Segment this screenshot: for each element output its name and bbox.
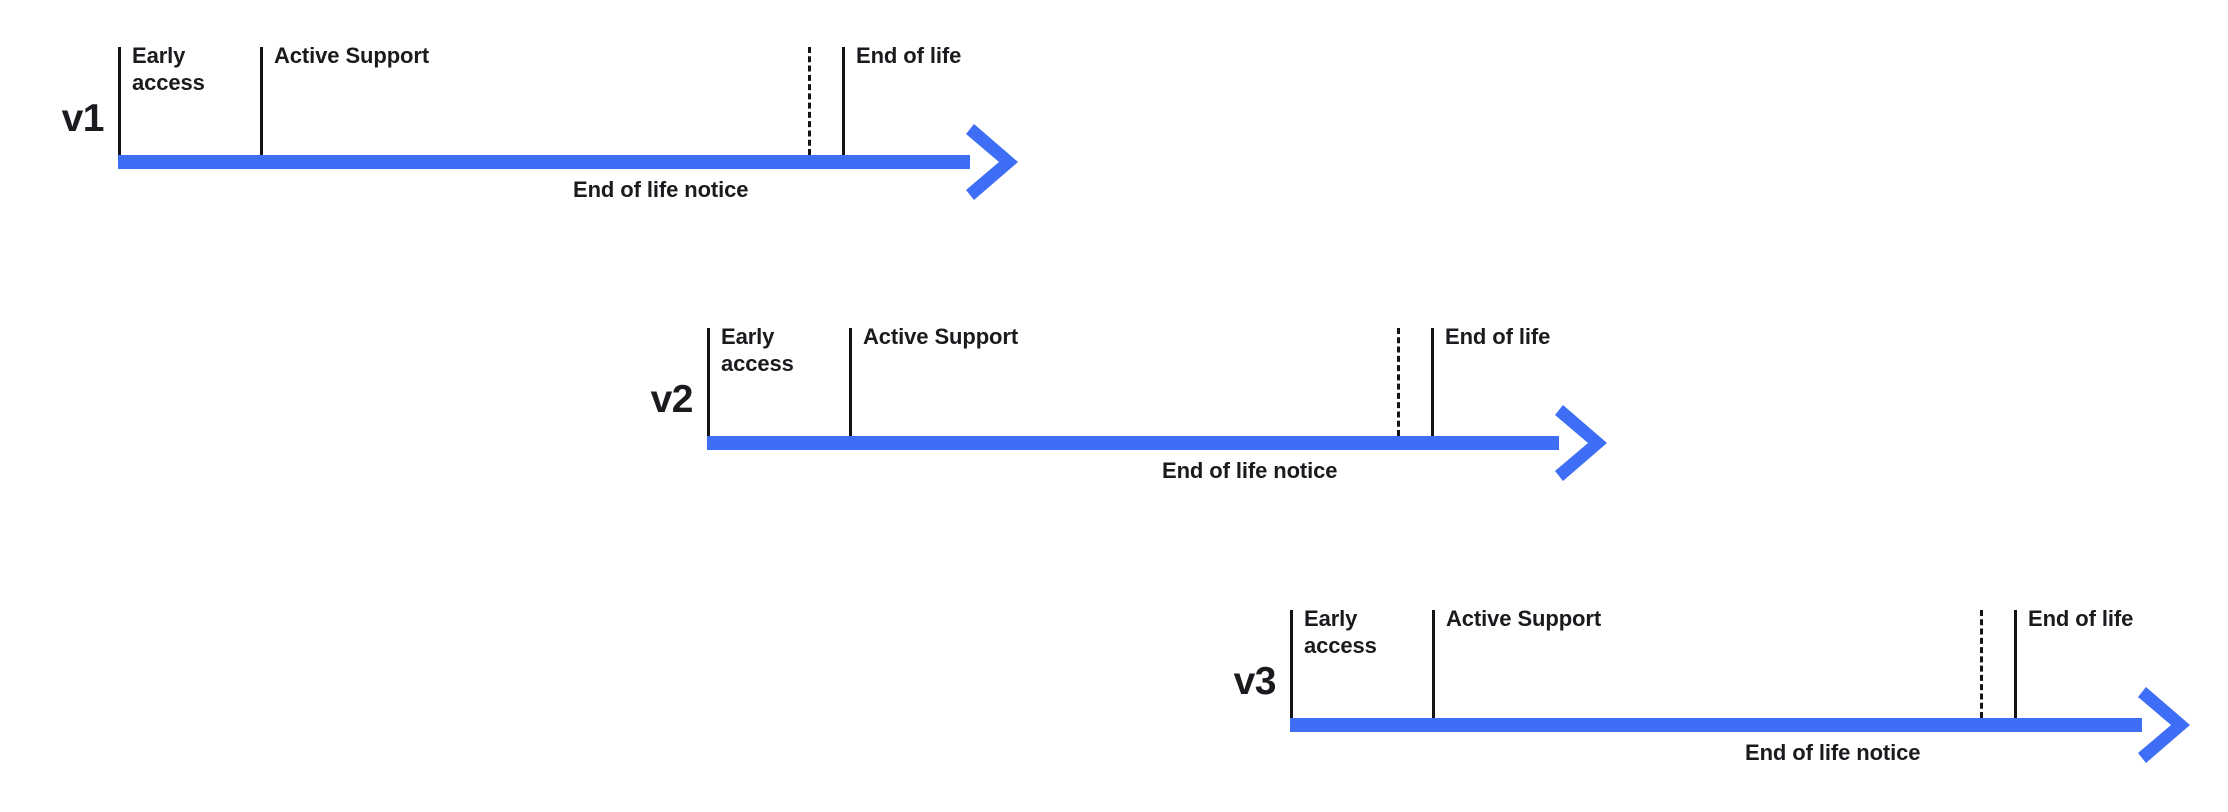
timeline-row-v3: v3 Early access Active Support End of li… <box>1234 606 2228 812</box>
timeline-row-v1: v1 Early access Active Support End of li… <box>62 43 1118 267</box>
timeline-arrow-head-icon-v1 <box>966 124 1018 200</box>
timeline-arrow-shaft-v3 <box>1290 718 2142 732</box>
phase-label-end-of-life-v3: End of life <box>2028 606 2134 631</box>
phase-label-end-of-life-v2: End of life <box>1445 324 1551 349</box>
divider-active-support-v1 <box>260 47 263 155</box>
phase-label-active-support-v1: Active Support <box>274 43 430 68</box>
phase-label-end-of-life-v1: End of life <box>856 43 962 68</box>
divider-end-of-life-v1 <box>842 47 845 155</box>
divider-notice-dashed-v2 <box>1397 328 1400 436</box>
divider-notice-dashed-v3 <box>1980 610 1983 718</box>
phase-label-active-support-v3: Active Support <box>1446 606 1602 631</box>
phase-label-active-support-v2: Active Support <box>863 324 1019 349</box>
timeline-arrow-head-icon-v2 <box>1555 405 1607 481</box>
divider-notice-dashed-v1 <box>808 47 811 155</box>
phase-label-end-of-life-notice-v1: End of life notice <box>573 177 749 202</box>
timeline-row-v2: v2 Early access Active Support End of li… <box>651 324 1707 548</box>
phase-label-early-access-v1: Early access <box>132 43 205 95</box>
version-label-v3: v3 <box>1233 660 1277 703</box>
timeline-arrow-shaft-v2 <box>707 436 1559 450</box>
timeline-arrow-shaft-v1 <box>118 155 970 169</box>
divider-end-of-life-v2 <box>1431 328 1434 436</box>
version-label-v1: v1 <box>61 97 105 140</box>
phase-label-end-of-life-notice-v2: End of life notice <box>1162 458 1338 483</box>
version-label-v2: v2 <box>650 378 694 421</box>
divider-start-v3 <box>1290 610 1293 718</box>
divider-start-v2 <box>707 328 710 436</box>
phase-label-early-access-v3: Early access <box>1304 606 1377 658</box>
phase-label-end-of-life-notice-v3: End of life notice <box>1745 740 1921 765</box>
divider-active-support-v2 <box>849 328 852 436</box>
divider-end-of-life-v3 <box>2014 610 2017 718</box>
phase-label-early-access-v2: Early access <box>721 324 794 376</box>
divider-start-v1 <box>118 47 121 155</box>
timeline-arrow-head-icon-v3 <box>2138 687 2190 763</box>
divider-active-support-v3 <box>1432 610 1435 718</box>
